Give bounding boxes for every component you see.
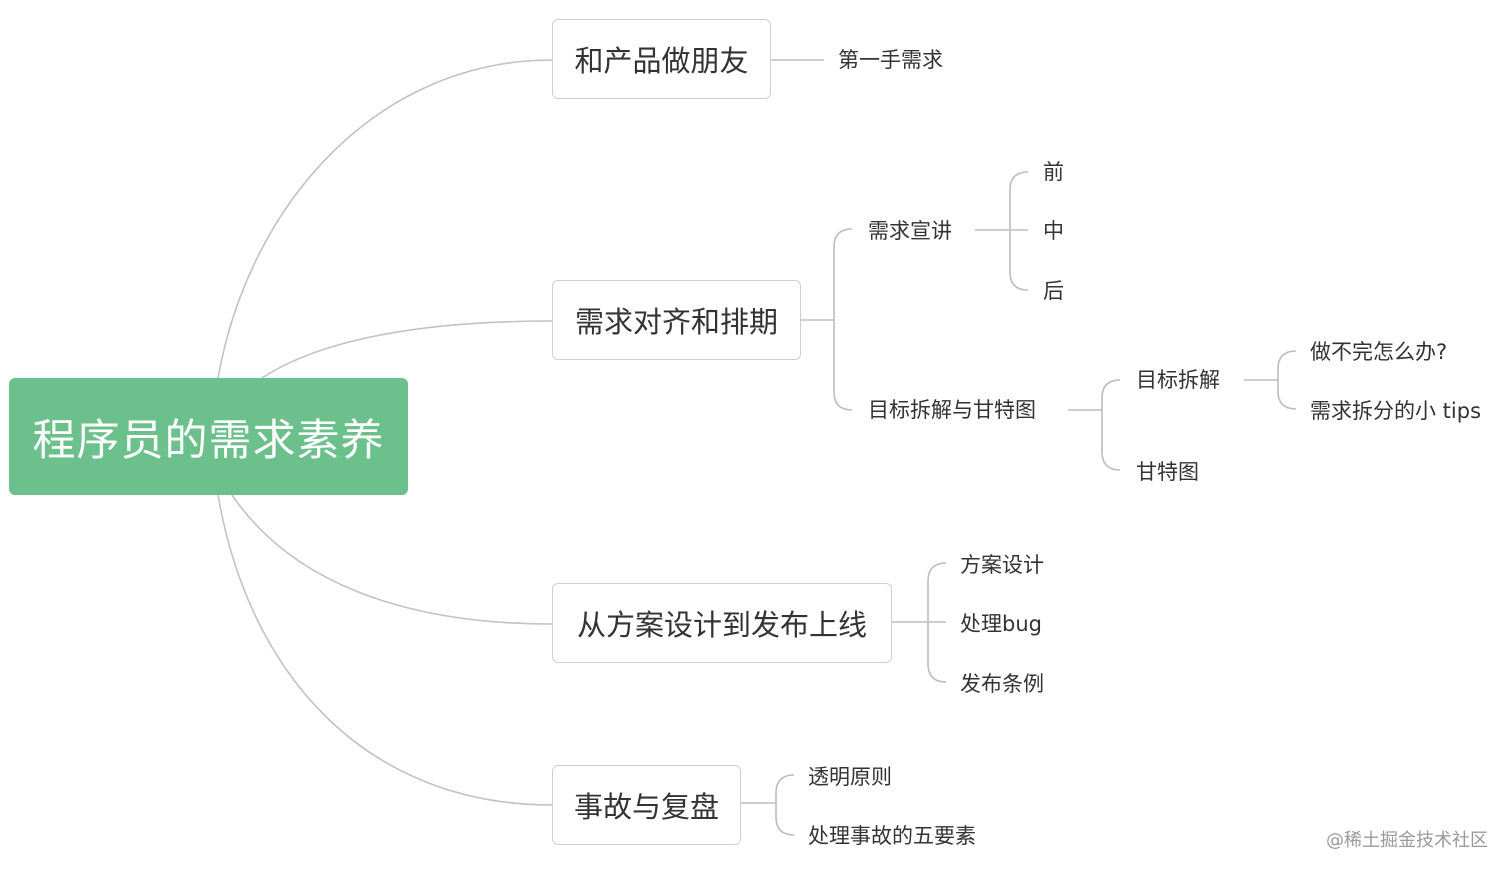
link-root-b3 <box>231 494 553 625</box>
leaf-release-rules[interactable]: 发布条例 <box>960 672 1044 696</box>
bracket-d1 <box>1277 350 1297 410</box>
branch-requirement-alignment[interactable]: 需求对齐和排期 <box>552 280 801 360</box>
leaf-gantt-chart[interactable]: 甘特图 <box>1136 460 1199 484</box>
node-goal-breakdown[interactable]: 目标拆解 <box>1136 368 1220 392</box>
root-topic[interactable]: 程序员的需求素养 <box>9 378 408 495</box>
bracket-b2 <box>833 228 853 411</box>
leaf-after[interactable]: 后 <box>1043 279 1064 303</box>
bracket-c1 <box>1009 171 1029 291</box>
leaf-first-hand-requirement[interactable]: 第一手需求 <box>838 48 943 72</box>
leaf-split-tips[interactable]: 需求拆分的小 tips <box>1310 399 1482 423</box>
branch-design-to-release[interactable]: 从方案设计到发布上线 <box>552 583 892 663</box>
node-requirement-briefing[interactable]: 需求宣讲 <box>868 219 952 243</box>
watermark: @稀土掘金技术社区 <box>1326 830 1488 851</box>
branch-incident-review[interactable]: 事故与复盘 <box>552 765 741 845</box>
link-root-b2 <box>261 320 553 379</box>
bracket-c2 <box>1101 379 1121 471</box>
branch-product-friend[interactable]: 和产品做朋友 <box>552 19 771 99</box>
leaf-transparency[interactable]: 透明原则 <box>808 765 892 789</box>
leaf-cannot-finish[interactable]: 做不完怎么办? <box>1310 340 1448 364</box>
link-root-b4 <box>217 494 553 806</box>
leaf-solution-design[interactable]: 方案设计 <box>960 553 1044 577</box>
leaf-five-elements[interactable]: 处理事故的五要素 <box>808 824 976 848</box>
leaf-during[interactable]: 中 <box>1043 219 1064 243</box>
link-root-b1 <box>217 59 553 379</box>
bracket-b4 <box>775 774 795 836</box>
leaf-handle-bug[interactable]: 处理bug <box>960 612 1042 636</box>
node-goal-breakdown-gantt[interactable]: 目标拆解与甘特图 <box>868 398 1036 422</box>
leaf-before[interactable]: 前 <box>1043 160 1064 184</box>
